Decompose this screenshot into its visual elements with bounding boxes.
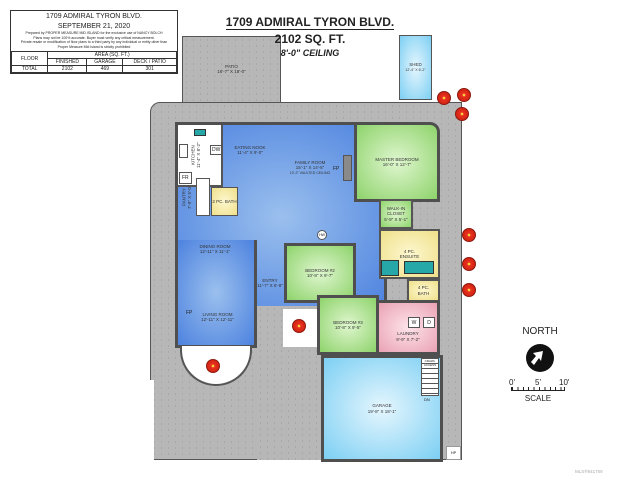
ensuite-label: 4 PC. ENSUITE [399,248,420,260]
fridge-label: FR [179,172,192,184]
yard-cutout [281,36,471,102]
bath-2pc: 2 PC. BATH [211,187,238,216]
fireplace-icon [343,155,352,181]
bedroom-2-dim: 10'-8" X 9'-7" [307,273,333,278]
dishwasher-label: DW [210,145,223,155]
total-sqft: 2102 SQ. FT. [274,32,346,46]
shed: SHED 12'-4" X 6'-2" [399,35,432,100]
info-address: 1709 ADMIRAL TYRON BLVD. [46,13,142,20]
bath-4pc: 4 PC. BATH [407,279,440,302]
dining-room-dim: 12'-11" X 11'-1" [199,249,231,254]
ensuite-shower [381,260,399,276]
disclaimer-1: Prepared by PROPER MEASURE MID ISLAND fo… [25,31,163,35]
ensuite-tub [404,261,434,274]
tree-icon [462,257,476,271]
sink-icon [194,129,206,136]
disclaimer-4: Proper Measure Mid Island is strictly pr… [57,44,131,49]
eating-nook-label: EATING NOOK [234,144,266,150]
shed-dim: 12'-4" X 6'-2" [405,67,426,72]
kitchen-dim: 11'-4" X 8'-2" [196,142,201,168]
down-label: DN [424,397,430,402]
mls-number: MLS®841759 [575,469,603,474]
living-room-dim: 12'-11" X 12'-11" [201,317,234,322]
ceiling-height: 8'-0" CEILING [280,48,340,58]
garage-label: GARAGE [372,403,392,408]
eating-nook-dim: 11'-4" X 9'-0" [237,150,263,155]
shed-label: SHED [409,62,422,67]
living-room-label: LIVING ROOM [202,311,233,317]
master-bedroom-label: MASTER BEDROOM [375,156,419,162]
disclaimer-2: Plans may not be 100% accurate. Buyer mu… [33,35,155,40]
bath-2pc-label: 2 PC. BATH [212,198,237,204]
col-deck: DECK / PATIO [122,58,177,66]
north-label: NORTH [522,326,558,337]
family-room-label: FAMILY ROOM [294,159,326,165]
fireplace-label: FP [333,166,340,172]
tree-icon [457,88,471,102]
bedroom-2: BEDROOM #2 10'-8" X 9'-7" [284,243,356,303]
tree-icon [462,228,476,242]
col-floor: FLOOR [10,51,49,66]
family-room-dim: 15'-1" X 14'-5" [295,165,325,171]
scale-tick-5: 5' [535,378,541,387]
dining-room-label: DINING ROOM [199,243,231,249]
hot-water-tank: HW [317,230,327,240]
dryer: D [423,317,435,328]
master-bedroom: MASTER BEDROOM 16'-0" X 12'-7" [354,122,440,202]
master-bedroom-dim: 16'-0" X 12'-7" [382,162,412,167]
scale-label: SCALE [524,394,552,403]
bedroom-2-label: BEDROOM #2 [305,267,335,273]
disclaimer-3: Private resale or modification of floor … [20,40,168,44]
family-room-note: 10'-2" VAULTED CEILING [289,170,331,175]
north-arrow-icon [526,344,554,372]
garage-dim: 19'-8" X 18'-1" [367,408,397,414]
scale-tick-10: 10' [559,378,570,387]
plan-title: 1709 ADMIRAL TYRON BLVD. [225,15,395,30]
walk-in-closet: WALK-IN CLOSET 5'-9" X 5'-1" [379,199,413,229]
tree-icon [462,283,476,297]
info-box: 1709 ADMIRAL TYRON BLVD. SEPTEMBER 21, 2… [10,10,178,74]
pantry [196,178,210,216]
walk-in-closet-dim: 5'-9" X 5'-1" [384,216,408,222]
val-finished: 2102 [47,65,88,73]
entry-label: ENTRY [262,277,278,283]
col-finished: FINISHED [47,58,88,66]
tree-icon [206,359,220,373]
bath-4pc-label: 4 PC. BATH [417,285,430,296]
col-area: AREA (SQ. FT.) [47,51,177,59]
pantry-dim: 7'-9" X 5'-0" [187,185,192,210]
entry-dim: 11'-7" X 6'-8" [257,283,283,288]
living-fireplace-label: FP [186,310,193,316]
bedroom-3: BEDROOM #3 10'-8" X 9'-5" [317,295,379,355]
laundry-dim: 9'-9" X 7'-2" [396,336,420,342]
living-room-area [175,240,257,348]
val-deck: 301 [122,65,177,73]
tree-icon [455,107,469,121]
scale-tick-0: 0' [509,378,515,387]
patio-dim: 16'-7" X 18'-0" [217,69,246,74]
heat-pump: HP [446,446,461,460]
patio-label: PATIO [225,63,238,69]
walk-in-closet-label: WALK-IN CLOSET [386,205,406,217]
washer: W [408,317,420,328]
tree-icon [437,91,451,105]
val-garage: 469 [86,65,124,73]
row-total: TOTAL [10,65,49,73]
tree-icon [292,319,306,333]
bedroom-3-label: BEDROOM #3 [333,319,363,325]
info-date: SEPTEMBER 21, 2020 [57,23,131,30]
stove-icon [179,144,188,158]
bedroom-3-dim: 10'-8" X 9'-5" [335,325,361,330]
laundry-label: LAUNDRY [397,331,419,336]
crawl-access: CRAWL ACCESS [421,358,439,396]
scale-bar [511,387,565,391]
col-garage: GARAGE [86,58,124,66]
